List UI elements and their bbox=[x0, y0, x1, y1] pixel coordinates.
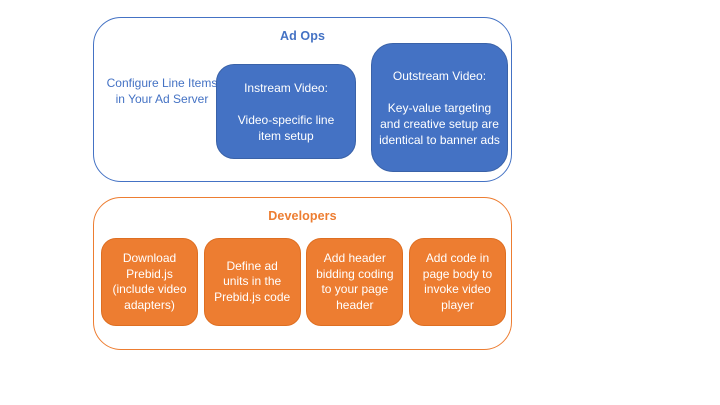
instream-video-body: Video-specific line item setup bbox=[237, 112, 335, 143]
developers-panel-title: Developers bbox=[268, 209, 337, 223]
outstream-video-heading: Outstream Video: bbox=[392, 68, 487, 83]
ad-ops-side-note: Configure Line Items in Your Ad Server bbox=[106, 76, 218, 106]
ad-ops-panel-title: Ad Ops bbox=[279, 29, 326, 43]
step-add-page-body-code: Add code in page body to invoke video pl… bbox=[408, 238, 506, 326]
step-add-header-bidding: Add header bidding coding to your page h… bbox=[306, 238, 404, 326]
outstream-video-box: Outstream Video: Key-value targeting and… bbox=[371, 43, 508, 172]
developer-steps-row: Download Prebid.js (include video adapte… bbox=[101, 236, 506, 328]
instream-video-box: Instream Video: Video-specific line item… bbox=[216, 64, 356, 159]
outstream-video-body: Key-value targeting and creative setup a… bbox=[379, 100, 500, 147]
instream-video-heading: Instream Video: bbox=[244, 80, 328, 95]
step-download-prebid: Download Prebid.js (include video adapte… bbox=[101, 238, 198, 326]
developers-panel: Developers Download Prebid.js (include v… bbox=[93, 197, 512, 350]
step-define-ad-units: Define ad units in the Prebid.js code bbox=[203, 238, 301, 326]
ad-ops-panel: Ad Ops Configure Line Items in Your Ad S… bbox=[93, 17, 512, 182]
